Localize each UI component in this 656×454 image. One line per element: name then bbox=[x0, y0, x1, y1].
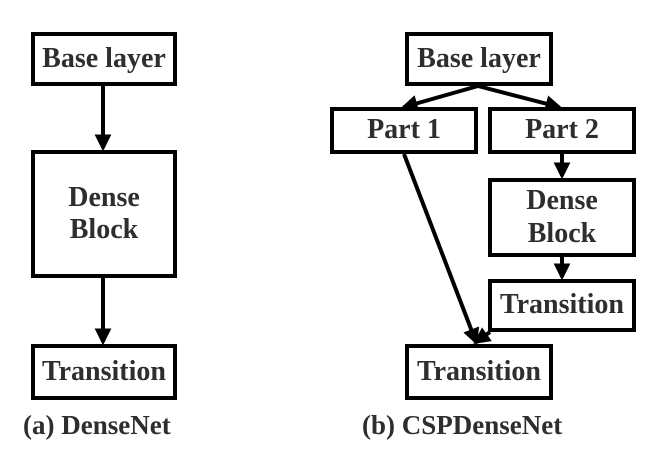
edge-b-base-to-part1 bbox=[400, 84, 479, 112]
node-a-dense-block: Dense Block bbox=[31, 150, 177, 278]
node-b-part-2: Part 2 bbox=[488, 107, 636, 154]
edge-b-part1-to-transition-final bbox=[402, 153, 480, 346]
caption-b: (b) CSPDenseNet bbox=[362, 410, 563, 440]
node-b-dense-block: Dense Block bbox=[488, 178, 636, 257]
node-a-base-layer: Base layer bbox=[31, 32, 177, 86]
edge-b-transition-mid-to-transition-final bbox=[473, 327, 492, 344]
node-b-transition-mid: Transition bbox=[488, 279, 636, 332]
node-b-transition-final: Transition bbox=[405, 344, 553, 400]
node-b-base-layer: Base layer bbox=[405, 32, 553, 86]
edge-b-base-to-part2 bbox=[477, 84, 563, 112]
node-a-transition: Transition bbox=[31, 344, 177, 400]
node-b-part-1: Part 1 bbox=[330, 107, 478, 154]
caption-a: (a) DenseNet bbox=[23, 410, 171, 440]
